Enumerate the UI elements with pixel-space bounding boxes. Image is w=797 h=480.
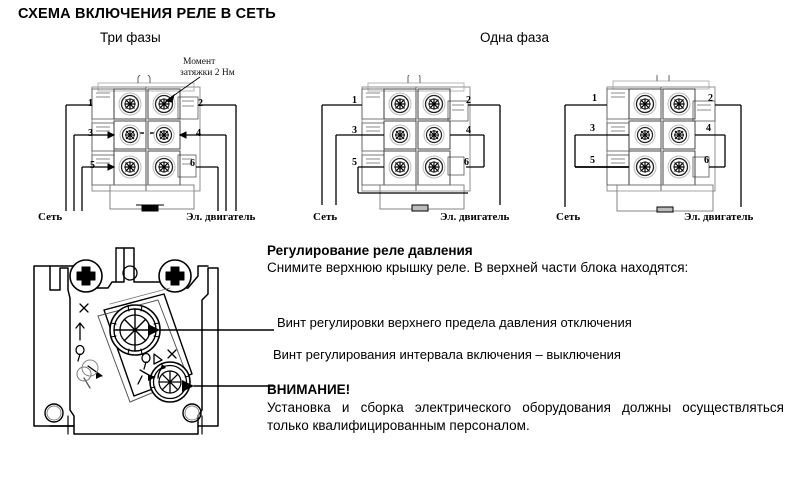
adjustment-heading: Регулирование реле давления: [267, 243, 473, 258]
sp-a-terminal-number-3: 3: [352, 125, 357, 136]
sp-a-terminal-number-6: 6: [464, 157, 469, 168]
torque-note-line2: затяжки 2 Нм: [180, 68, 235, 78]
terminal-number-3: 3: [88, 128, 93, 139]
single-phase-b-svg: [564, 75, 742, 213]
three-phase-svg: [65, 75, 237, 212]
warning-body: Установка и сборка электрического оборуд…: [267, 400, 784, 433]
diagram1-label-mains: Сеть: [38, 211, 63, 223]
sp-a-terminal-number-1: 1: [352, 95, 357, 106]
mechanism-svg: [33, 247, 274, 435]
sp-b-terminal-number-2: 2: [708, 93, 713, 104]
adjustment-item-interval-screw: Винт регулирования интервала включения –…: [273, 347, 621, 362]
adjustment-body: Снимите верхнюю крышку реле. В верхней ч…: [267, 260, 689, 275]
adjustment-item-upper-limit-screw: Винт регулировки верхнего предела давлен…: [277, 315, 632, 330]
diagram3-label-motor: Эл. двигатель: [684, 211, 754, 223]
single-phase-a-svg: [321, 75, 501, 212]
section-label-single-phase: Одна фаза: [480, 30, 549, 45]
page-title: СХЕМА ВКЛЮЧЕНИЯ РЕЛЕ В СЕТЬ: [18, 6, 276, 22]
wiring-diagram-three-phase: [30, 75, 275, 215]
terminal-number-4: 4: [196, 128, 201, 139]
terminal-number-2: 2: [198, 98, 203, 109]
wiring-diagram-single-phase-b: [545, 75, 795, 215]
sp-a-terminal-number-2: 2: [466, 95, 471, 106]
sp-a-terminal-number-4: 4: [466, 125, 471, 136]
sp-b-terminal-number-5: 5: [590, 155, 595, 166]
torque-note-line1: Момент: [183, 57, 216, 67]
pressure-switch-mechanism-drawing: [12, 238, 274, 453]
section-label-three-phase: Три фазы: [100, 30, 161, 45]
diagram2-label-mains: Сеть: [313, 211, 338, 223]
sp-a-terminal-number-5: 5: [352, 157, 357, 168]
sp-b-terminal-number-4: 4: [706, 123, 711, 134]
diagram1-label-motor: Эл. двигатель: [186, 211, 256, 223]
warning-heading: ВНИМАНИЕ!: [267, 382, 351, 397]
wiring-diagram-single-phase-a: [300, 75, 545, 215]
terminal-number-1: 1: [88, 98, 93, 109]
sp-b-terminal-number-1: 1: [592, 93, 597, 104]
sp-b-terminal-number-3: 3: [590, 123, 595, 134]
terminal-number-5: 5: [90, 160, 95, 171]
sp-b-terminal-number-6: 6: [704, 155, 709, 166]
terminal-number-6: 6: [190, 158, 195, 169]
diagram3-label-mains: Сеть: [556, 211, 581, 223]
diagram2-label-motor: Эл. двигатель: [440, 211, 510, 223]
